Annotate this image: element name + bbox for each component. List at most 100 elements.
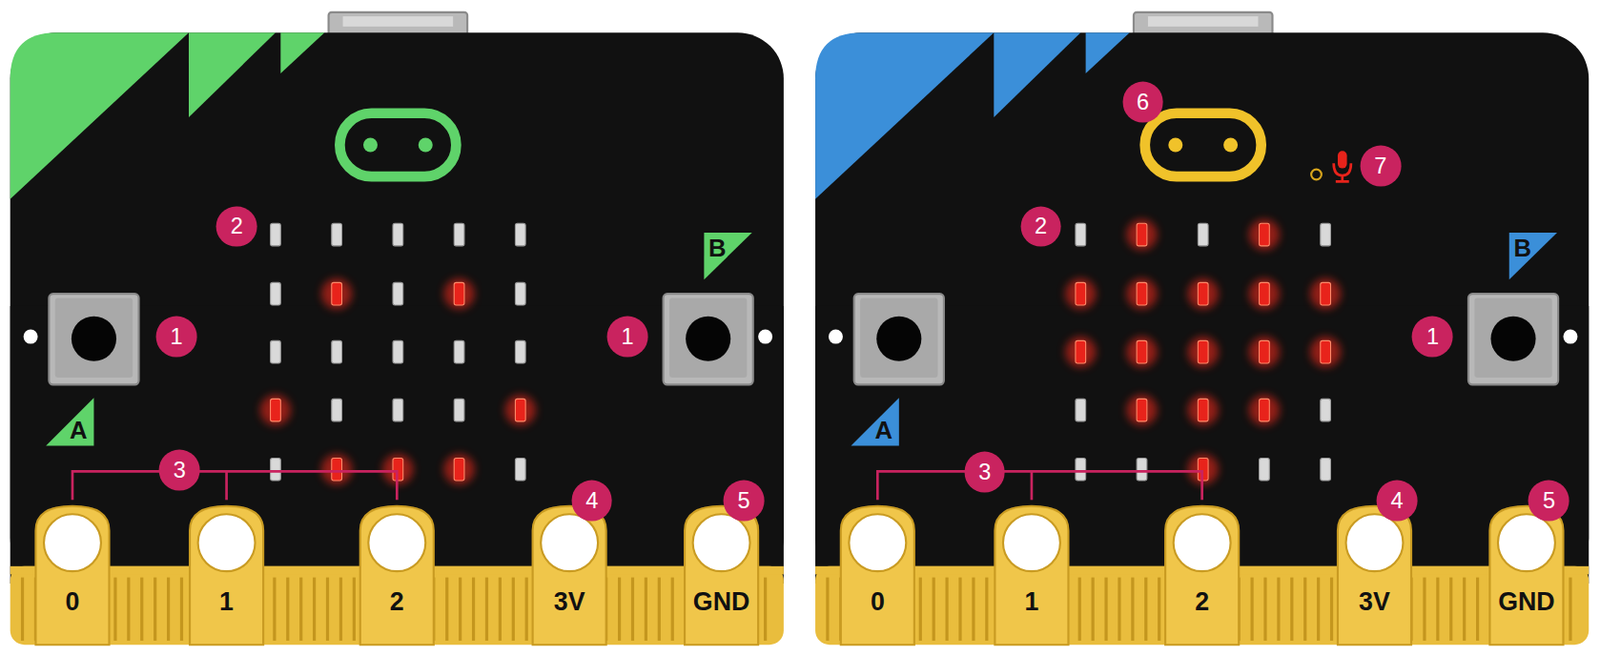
led-off (392, 282, 404, 306)
connector-groove (671, 577, 675, 641)
button-label: B (1513, 236, 1532, 262)
led-off (392, 340, 404, 364)
led-glow (1188, 336, 1219, 368)
pin-hole (540, 513, 598, 572)
led-glow (321, 453, 352, 485)
led-off (331, 340, 343, 364)
led-off (331, 398, 343, 422)
pin-hole (43, 513, 102, 572)
board-accent (815, 32, 994, 199)
pin-hole (1497, 513, 1556, 572)
board-accent (993, 32, 1081, 118)
pin-pad (684, 506, 759, 646)
pin-label: 1 (219, 589, 234, 616)
connector-groove (1422, 577, 1426, 641)
pin-pad (189, 506, 264, 646)
push-button (663, 293, 754, 385)
led-off (392, 398, 404, 422)
connector-groove (113, 577, 117, 641)
connector-groove (932, 577, 936, 641)
pin-label: 3V (1358, 589, 1391, 616)
led-on (1136, 223, 1148, 247)
pin-hole (368, 513, 426, 572)
led-glow (505, 394, 536, 426)
led-off (270, 340, 282, 364)
button-marker (703, 232, 752, 280)
connector-groove (299, 577, 303, 641)
microbit-board (815, 12, 1589, 645)
pin-label: GND (693, 589, 750, 616)
connector-groove (984, 577, 988, 641)
logo-dot (1168, 137, 1183, 152)
button-label: B (708, 236, 727, 262)
led-glow (1126, 336, 1157, 368)
board-accent (188, 32, 276, 118)
led-on (1259, 223, 1271, 247)
board-body (815, 32, 1589, 584)
pin-pad (1489, 506, 1563, 646)
led-off (1197, 223, 1209, 247)
logo (1145, 113, 1262, 177)
led-on (331, 282, 343, 306)
led-on (1259, 398, 1271, 422)
led-off (392, 223, 404, 247)
button-label: A (874, 418, 893, 444)
connector-groove (498, 577, 502, 641)
connector-groove (1303, 577, 1307, 641)
led-off (1075, 457, 1087, 481)
connector-groove (126, 577, 130, 641)
pin-pad (1337, 506, 1412, 646)
connector-groove (1276, 577, 1280, 641)
led-glow (1249, 336, 1280, 368)
led-glow (1249, 278, 1280, 309)
led-on (270, 398, 282, 422)
mic-icon (1333, 163, 1352, 176)
connector-groove (166, 577, 170, 641)
led-glow (321, 278, 352, 309)
connector-groove (1091, 577, 1095, 641)
led-on (453, 457, 465, 481)
connector-groove (971, 577, 975, 641)
connector-groove (272, 577, 276, 641)
led-on (331, 457, 343, 481)
connector-groove (919, 577, 923, 641)
led-off (1136, 457, 1148, 481)
mount-hole (23, 329, 39, 345)
callout-number: 5 (723, 480, 765, 522)
led-off (1320, 457, 1332, 481)
led-off (453, 223, 465, 247)
button-cap (876, 316, 922, 362)
connector-groove (153, 577, 157, 641)
led-on (1075, 282, 1087, 306)
connector-groove (1130, 577, 1134, 641)
pin-hole (848, 513, 906, 572)
led-off (1075, 223, 1087, 247)
button-marker (45, 397, 94, 446)
connector-groove (20, 577, 24, 641)
led-glow (1126, 219, 1157, 250)
logo-dot (363, 137, 378, 152)
callout-number: 1 (607, 316, 649, 358)
callout-number: 2 (1020, 205, 1062, 247)
callout-number: 4 (1376, 480, 1418, 522)
usb-connector (1148, 16, 1259, 27)
led-off (270, 457, 282, 481)
led-off (1259, 457, 1271, 481)
callout-number: 6 (1122, 82, 1164, 124)
microbit-board (10, 12, 784, 645)
connector-groove (326, 577, 329, 641)
connector-groove (631, 577, 635, 641)
pin-pad (533, 506, 607, 646)
board-body (10, 32, 784, 584)
pin-hole (1173, 513, 1231, 572)
connector-groove (1290, 577, 1293, 641)
mic-icon (1335, 175, 1350, 182)
led-off (1320, 223, 1332, 247)
mic-hole (1311, 169, 1322, 181)
pin-hole (198, 513, 256, 572)
led-glow (1249, 394, 1280, 426)
connector-groove (1250, 577, 1253, 641)
pin-label: GND (1497, 589, 1555, 616)
bracket (877, 471, 1202, 500)
push-button (860, 297, 938, 377)
